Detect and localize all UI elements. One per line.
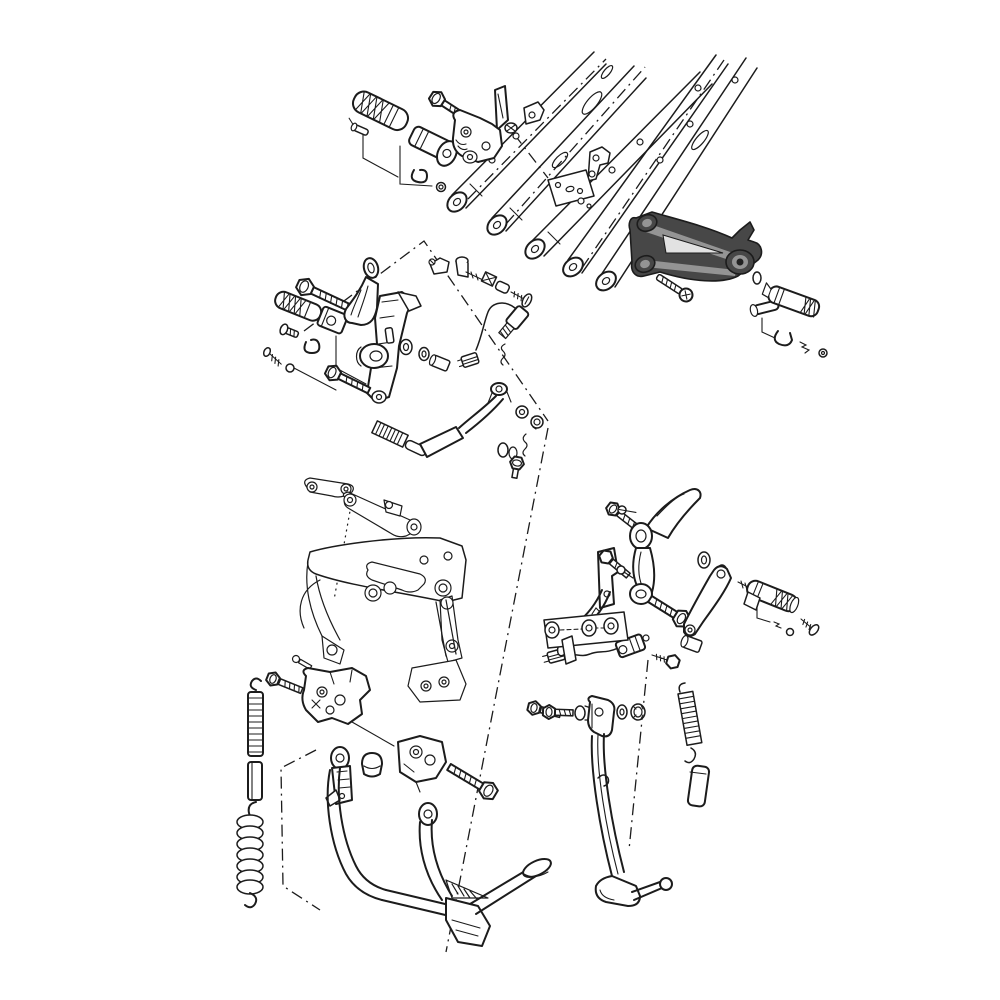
brake-light-switch <box>457 302 530 368</box>
stand-pivot-bolt <box>446 762 499 801</box>
footpeg-bracket <box>451 85 509 164</box>
spring-clip <box>410 168 428 184</box>
shift-lever <box>343 257 422 404</box>
side-stand-spring-group <box>677 682 711 808</box>
rubber-cover <box>686 764 711 808</box>
subframe-rails <box>446 51 758 292</box>
mount-bracket-group <box>265 667 395 747</box>
switch-bolt <box>651 653 681 670</box>
shift-clip <box>303 338 321 354</box>
frame-section <box>291 477 467 703</box>
rear-right-hanger <box>628 211 763 303</box>
shift-linkage <box>371 382 512 458</box>
footpeg-rubber <box>351 90 410 132</box>
bracket-screw <box>655 273 694 303</box>
stand-lever-pad <box>522 858 552 878</box>
right-footrest-group <box>616 488 820 653</box>
pedal-bolt <box>509 455 525 479</box>
gearshift-group <box>262 256 544 479</box>
bracket-bolt <box>265 671 304 695</box>
pedal-spring <box>522 433 528 457</box>
rear-footpeg <box>761 282 821 318</box>
split-pin <box>799 341 811 354</box>
brake-pedal-group <box>543 501 641 665</box>
link-plate <box>683 565 732 638</box>
tiny-bolt <box>262 346 282 367</box>
clevis-pin <box>348 117 369 136</box>
rear-right-footpeg-group <box>749 271 828 358</box>
lever-bolt <box>323 364 372 395</box>
footpeg-pin <box>749 299 780 317</box>
switch-spring <box>500 343 506 366</box>
peg-screw <box>800 618 820 636</box>
spring-sleeve <box>247 761 263 801</box>
linkage-hardware <box>428 256 533 308</box>
center-stand-group <box>325 700 562 947</box>
hex-nut <box>530 415 544 430</box>
right-footpeg <box>746 579 800 614</box>
front-left-footpeg-group <box>348 85 509 193</box>
peg-clip <box>773 330 793 347</box>
shift-pivot-bolt <box>295 277 355 314</box>
stand-springs-group <box>236 677 264 909</box>
shift-peg-bolt <box>279 323 300 338</box>
shift-footpeg <box>274 290 349 335</box>
side-stand-bolt <box>541 704 574 720</box>
lock-nut <box>630 703 646 721</box>
wire-connector <box>457 352 480 368</box>
rail-nut <box>504 122 518 134</box>
side-stand-group <box>541 695 673 907</box>
